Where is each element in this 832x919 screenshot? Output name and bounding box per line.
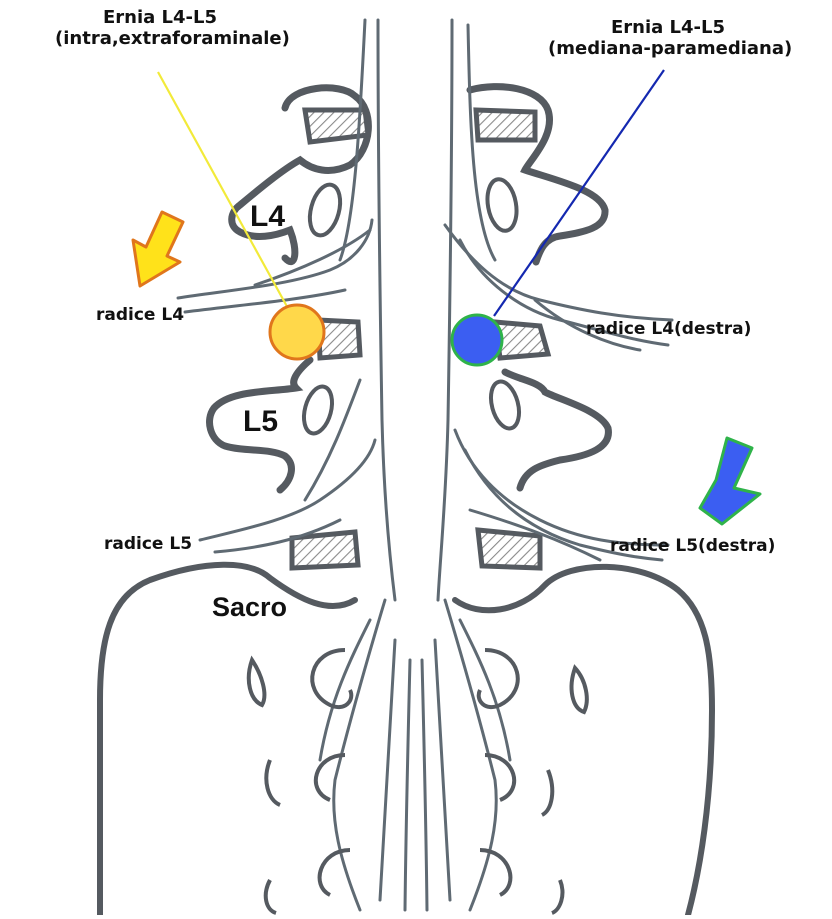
right-hernia-title-line2: (mediana-paramediana) bbox=[548, 39, 788, 60]
right-arrow-icon bbox=[700, 438, 760, 524]
sacro-label: Sacro bbox=[212, 592, 287, 623]
left-arrow-icon bbox=[133, 212, 183, 286]
left-hernia-title: Ernia L4-L5 (intra,extraforaminale) bbox=[55, 8, 265, 49]
left-hernia-title-line1: Ernia L4-L5 bbox=[55, 8, 265, 29]
vertebra-l5-label: L5 bbox=[243, 405, 278, 440]
vertebra-l4-label: L4 bbox=[250, 200, 285, 235]
foramen-l5-left bbox=[299, 383, 337, 436]
foramen-l4-left bbox=[305, 181, 346, 238]
right-hernia-marker bbox=[452, 315, 502, 365]
right-vertebra-l5 bbox=[505, 372, 608, 488]
right-hernia-title: Ernia L4-L5 (mediana-paramediana) bbox=[548, 18, 788, 59]
right-root-l5-label: radice L5(destra) bbox=[610, 537, 775, 557]
right-hernia-title-line1: Ernia L4-L5 bbox=[548, 18, 788, 39]
disc-l5-s1-left bbox=[292, 532, 358, 568]
nerve-lines bbox=[178, 20, 672, 910]
left-pointer-line bbox=[158, 72, 290, 312]
left-hernia-marker bbox=[270, 305, 324, 359]
left-hernia-title-line2: (intra,extraforaminale) bbox=[55, 29, 265, 50]
right-pointer-line bbox=[494, 70, 664, 316]
left-root-l5-label: radice L5 bbox=[104, 535, 192, 555]
sacral-foramina bbox=[249, 650, 587, 913]
right-root-l4-label: radice L4(destra) bbox=[586, 320, 751, 340]
disc-l3-l4-right bbox=[476, 110, 535, 140]
left-root-l4-label: radice L4 bbox=[96, 306, 184, 326]
foramen-l5-right bbox=[486, 378, 524, 431]
foramina bbox=[299, 177, 524, 437]
disc-l5-s1-right bbox=[478, 530, 540, 568]
foramen-l4-right bbox=[484, 177, 521, 233]
